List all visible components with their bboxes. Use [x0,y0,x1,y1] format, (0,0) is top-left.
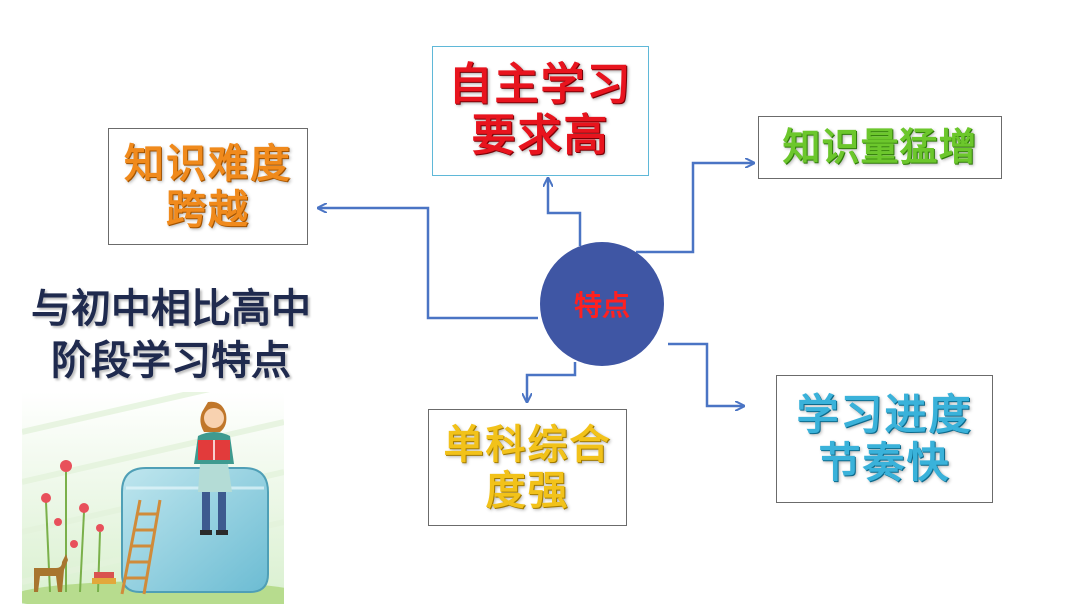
page-heading: 与初中相比高中 阶段学习特点 [6,283,336,387]
topic-line: 知识难度 [124,140,292,187]
topic-line: 要求高 [471,110,610,161]
topic-zizhu-xuexi: 自主学习 要求高 [432,46,649,176]
connector-to-danke [527,362,577,402]
connector-to-jindu [668,342,744,406]
topic-line: 学习进度 [796,389,973,439]
topic-line: 跨越 [166,186,250,233]
center-label: 特点 [573,289,630,322]
topic-danke-zonghe: 单科综合 度强 [428,409,627,526]
topic-line: 节奏快 [818,438,951,487]
heading-line: 与初中相比高中 [31,286,311,332]
topic-line: 度强 [485,467,570,514]
center-node: 特点 [540,242,664,366]
topic-line: 单科综合 [443,421,612,468]
connector-to-zizhu [548,178,582,246]
topic-zhishiliang: 知识量猛增 [758,116,1002,179]
connector-to-nandu [318,208,538,320]
topic-line: 自主学习 [448,59,633,111]
topic-line: 知识量猛增 [782,124,978,169]
heading-line: 阶段学习特点 [51,338,291,384]
topic-zhishi-nandu: 知识难度 跨越 [108,128,308,245]
reading-girl-illustration [22,392,284,604]
connector-to-zhishiliang [636,163,754,254]
topic-xuexi-jindu: 学习进度 节奏快 [776,375,993,503]
